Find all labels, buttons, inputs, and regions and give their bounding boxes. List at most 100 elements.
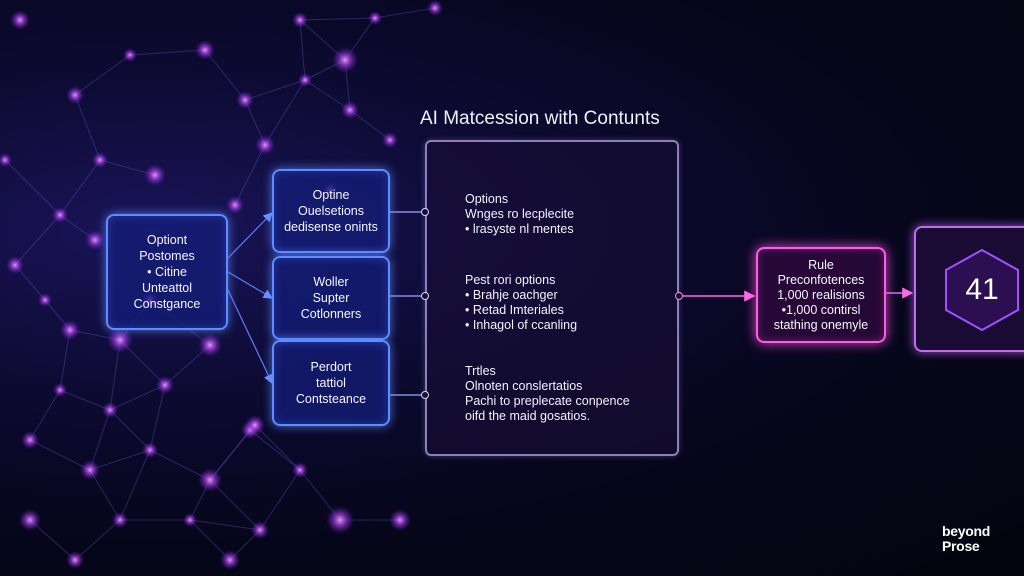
input-node-line: Unteattol	[141, 281, 193, 295]
network-orb	[10, 10, 30, 30]
network-link	[109, 384, 166, 411]
panel-input-port-1	[421, 208, 429, 216]
network-link	[89, 449, 151, 471]
network-link	[204, 49, 246, 101]
connector-left-to-mid3	[227, 289, 273, 385]
branch-node-1-line: Optine	[312, 188, 350, 202]
panel-output-port	[675, 292, 683, 300]
connector-left-to-mid1	[227, 212, 273, 259]
network-orb	[195, 40, 215, 60]
network-orb	[251, 521, 269, 539]
input-node-line: Optiont	[146, 233, 188, 247]
input-node-line: • Citine	[147, 265, 187, 279]
branch-node-3-line: Contsteance	[295, 392, 367, 406]
network-orb	[183, 513, 197, 527]
network-orb	[92, 152, 108, 168]
branch-node-2-line: Woller	[313, 275, 349, 289]
network-orb	[80, 460, 100, 480]
panel-section-line: Pachi to preplecate conpence	[465, 394, 630, 408]
network-orb	[198, 468, 222, 492]
network-orb	[53, 383, 67, 397]
network-orb	[220, 550, 240, 570]
panel-section-options: Options Wnges ro lecplecite • lrasyste n…	[465, 192, 574, 237]
branch-node-2-line: Supter	[312, 291, 350, 305]
panel-section-line: • Retad Imteriales	[465, 303, 564, 317]
diagram-title: AI Matcession with Contunts	[420, 108, 660, 129]
result-value: 41	[965, 273, 999, 306]
panel-section-line: • Brahje oachger	[465, 288, 558, 302]
rule-node-line: stathing onemyle	[773, 317, 869, 332]
branch-node-3-line: tattiol	[316, 376, 346, 390]
branch-node-2[interactable]: Woller Supter Cotlonners	[272, 256, 390, 340]
rule-node[interactable]: Rule Preconfotences 1,000 realisions •1,…	[756, 247, 886, 343]
network-link	[149, 384, 166, 451]
panel-section-heading: Pest rori options	[465, 273, 556, 287]
network-link	[299, 17, 376, 21]
options-panel[interactable]: Options Wnges ro lecplecite • lrasyste n…	[425, 140, 679, 456]
network-orb	[368, 11, 382, 25]
input-node-line: Postomes	[139, 249, 195, 263]
network-link	[59, 329, 71, 391]
branch-node-1-line: dedisense onints	[284, 220, 378, 234]
network-link	[74, 54, 131, 96]
panel-section-titles: Trtles Olnoten conslertatios Pachi to pr…	[465, 364, 630, 424]
network-orb	[341, 101, 359, 119]
network-link	[89, 409, 111, 471]
panel-input-port-3	[421, 391, 429, 399]
network-orb	[85, 230, 105, 250]
rule-node-line: 1,000 realisions	[777, 287, 865, 302]
rule-node-line: •1,000 contirsl	[781, 302, 861, 317]
network-link	[374, 7, 436, 19]
network-orb	[38, 293, 52, 307]
panel-section-line: Olnoten conslertatios	[465, 379, 583, 393]
network-orb	[142, 442, 158, 458]
network-orb	[66, 551, 84, 569]
network-orb	[332, 47, 358, 73]
panel-section-line: • Inhagol of ccanling	[465, 318, 578, 332]
hexagon-icon	[945, 248, 1019, 332]
network-orb	[292, 462, 308, 478]
rule-node-line: Rule	[808, 257, 834, 272]
branch-node-1[interactable]: Optine Ouelsetions dedisense onints	[272, 169, 390, 253]
network-link	[264, 79, 306, 146]
network-link	[109, 409, 151, 451]
network-orb	[292, 12, 308, 28]
network-orb	[107, 327, 133, 353]
network-orb	[52, 207, 68, 223]
network-orb	[21, 431, 39, 449]
network-link	[59, 389, 111, 411]
network-orb	[427, 0, 443, 16]
branch-node-1-line: Ouelsetions	[297, 204, 364, 218]
network-link	[129, 49, 206, 56]
panel-input-port-2	[421, 292, 429, 300]
network-link	[249, 429, 301, 471]
network-link	[14, 214, 61, 266]
panel-section-line: oifd the maid gosatios.	[465, 409, 591, 423]
network-orb	[198, 333, 222, 357]
input-node[interactable]: Optiont Postomes • Citine Unteattol Cons…	[106, 214, 228, 330]
network-link	[4, 159, 61, 216]
brand-logo-line: beyond	[942, 523, 990, 539]
network-link	[59, 159, 101, 216]
panel-section-past-options: Pest rori options • Brahje oachger • Ret…	[465, 273, 577, 333]
network-orb	[0, 153, 12, 167]
network-link	[299, 19, 306, 81]
panel-section-heading: Options	[465, 192, 509, 206]
result-node[interactable]: 41	[914, 226, 1024, 352]
network-orb	[66, 86, 84, 104]
network-orb	[112, 512, 128, 528]
network-orb	[382, 132, 398, 148]
network-link	[29, 389, 61, 441]
rule-node-line: Preconfotences	[777, 272, 865, 287]
network-link	[29, 439, 91, 471]
brand-logo: beyond Prose	[942, 524, 990, 554]
panel-section-heading: Trtles	[465, 364, 496, 378]
panel-section-line: Wnges ro lecplecite	[465, 207, 575, 221]
network-orb	[6, 256, 24, 274]
branch-node-3-line: Perdort	[310, 360, 352, 374]
network-link	[119, 449, 151, 521]
network-orb	[144, 164, 166, 186]
network-orb	[226, 196, 244, 214]
branch-node-3[interactable]: Perdort tattiol Contsteance	[272, 340, 390, 426]
network-link	[189, 519, 261, 531]
